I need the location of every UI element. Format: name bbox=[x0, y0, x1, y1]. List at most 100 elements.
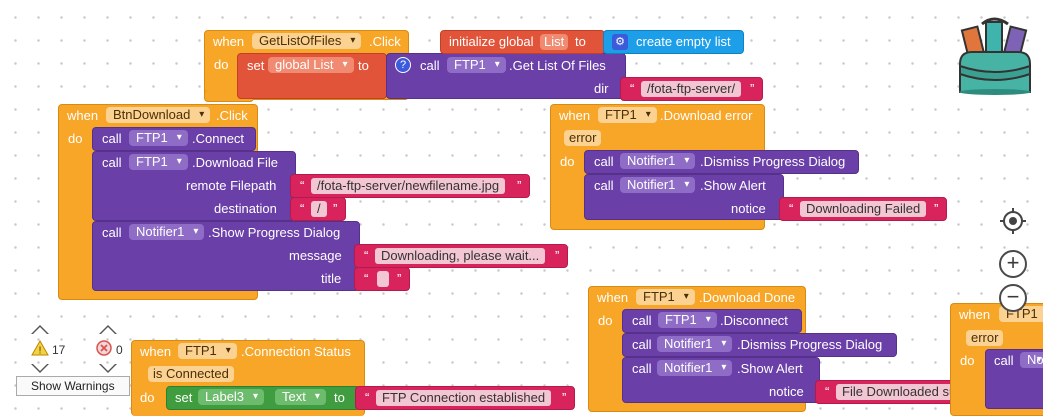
event-parameter[interactable]: error bbox=[564, 130, 602, 146]
param-label: destination bbox=[214, 201, 277, 216]
component-dropdown[interactable]: BtnDownload bbox=[106, 107, 211, 123]
component-dropdown[interactable]: Label3 bbox=[198, 389, 265, 405]
method-name: .Connect bbox=[192, 131, 245, 146]
set-label: set bbox=[247, 58, 265, 73]
param-label: remote Filepath bbox=[186, 178, 277, 193]
param-label: title bbox=[321, 271, 342, 286]
zoom-out-button[interactable]: − bbox=[999, 284, 1027, 312]
component-dropdown[interactable]: FTP1 bbox=[129, 130, 188, 146]
ftp-get-list-call[interactable] bbox=[386, 53, 626, 99]
create-empty-list-label: create empty list bbox=[636, 34, 731, 49]
error-icon bbox=[96, 340, 112, 356]
component-dropdown[interactable]: FTP1 bbox=[129, 154, 188, 170]
question-icon[interactable]: ? bbox=[395, 57, 411, 73]
event-name: .Click bbox=[216, 108, 248, 123]
warning-icon: ! bbox=[31, 339, 49, 357]
string-value[interactable]: Downloading, please wait... bbox=[375, 248, 546, 264]
component-dropdown[interactable]: GetListOfFiles bbox=[252, 33, 362, 49]
component-dropdown[interactable]: No bbox=[1020, 352, 1043, 368]
do-label: do bbox=[214, 57, 229, 72]
to-label: to bbox=[358, 58, 369, 73]
event-name: .Download error bbox=[660, 108, 753, 123]
call-label: call bbox=[632, 313, 652, 328]
string-value[interactable]: / bbox=[311, 201, 327, 217]
do-label: do bbox=[140, 390, 155, 405]
title-string[interactable]: “” bbox=[354, 267, 410, 291]
dir-string-block[interactable]: “/fota-ftp-server/” bbox=[620, 77, 763, 101]
destination-string[interactable]: “/” bbox=[290, 197, 346, 221]
when-label: when bbox=[559, 108, 591, 123]
call-label: call bbox=[632, 361, 652, 376]
when-label: when bbox=[140, 344, 172, 359]
param-label: message bbox=[289, 248, 342, 263]
notice-string[interactable]: “Downloading Failed” bbox=[779, 197, 947, 221]
method-name: .Get List Of Files bbox=[509, 58, 606, 73]
recenter-icon[interactable] bbox=[1000, 208, 1026, 234]
ftp-download-file-call[interactable] bbox=[92, 151, 296, 221]
method-name: .Show Progress Dialog bbox=[208, 225, 341, 240]
when-label: when bbox=[597, 290, 629, 305]
string-value[interactable]: Downloading Failed bbox=[800, 201, 927, 217]
do-label: do bbox=[598, 313, 613, 328]
component-dropdown[interactable]: FTP1 bbox=[598, 107, 657, 123]
event-name: .Connection Status bbox=[241, 344, 351, 359]
call-label: call bbox=[102, 225, 122, 240]
string-value[interactable]: /fota-ftp-server/newfilename.jpg bbox=[311, 178, 506, 194]
do-label: do bbox=[560, 154, 575, 169]
set-label: set bbox=[175, 390, 193, 405]
when-label: when bbox=[67, 108, 99, 123]
do-label: do bbox=[68, 131, 83, 146]
component-dropdown[interactable]: FTP1 bbox=[447, 57, 506, 73]
warning-count: 17 bbox=[52, 343, 66, 357]
component-dropdown[interactable]: FTP1 bbox=[658, 312, 717, 328]
method-name: .Download File bbox=[192, 155, 278, 170]
message-string[interactable]: “Downloading, please wait...” bbox=[354, 244, 568, 268]
show-warnings-button[interactable]: Show Warnings bbox=[16, 376, 130, 396]
component-dropdown[interactable]: Notifier1 bbox=[620, 153, 696, 169]
initialize-global-block[interactable] bbox=[440, 30, 605, 54]
call-label: call bbox=[994, 353, 1014, 368]
component-dropdown[interactable]: Notifier1 bbox=[620, 177, 696, 193]
method-name: .Disconnect bbox=[720, 313, 788, 328]
to-label: to bbox=[334, 390, 345, 405]
string-value[interactable] bbox=[377, 271, 389, 287]
param-label: dir bbox=[594, 81, 609, 96]
error-count: 0 bbox=[116, 343, 123, 357]
call-label: call bbox=[102, 131, 122, 146]
component-dropdown[interactable]: Notifier1 bbox=[657, 336, 733, 352]
method-name: .Dismiss Progress Dialog bbox=[737, 337, 883, 352]
string-value[interactable]: /fota-ftp-server/ bbox=[641, 81, 742, 97]
label-text-string[interactable]: “FTP Connection established” bbox=[355, 386, 575, 410]
method-name: .Show Alert bbox=[737, 361, 803, 376]
component-dropdown[interactable]: Notifier1 bbox=[129, 224, 205, 240]
global-name-field[interactable]: List bbox=[540, 34, 569, 50]
event-name: .Click bbox=[369, 34, 401, 49]
property-dropdown[interactable]: Text bbox=[275, 389, 326, 405]
backpack-icon[interactable] bbox=[952, 16, 1038, 98]
call-label: call bbox=[594, 178, 614, 193]
event-parameter[interactable]: is Connected bbox=[148, 366, 234, 382]
when-label: when bbox=[213, 34, 245, 49]
zoom-in-button[interactable]: + bbox=[999, 250, 1027, 278]
component-dropdown[interactable]: FTP1 bbox=[178, 343, 237, 359]
component-dropdown[interactable]: Notifier1 bbox=[657, 360, 733, 376]
event-parameter[interactable]: error bbox=[966, 330, 1004, 346]
event-name: .Download Done bbox=[699, 290, 796, 305]
method-name: .Show Alert bbox=[700, 178, 766, 193]
call-label: call bbox=[594, 154, 614, 169]
to-label: to bbox=[575, 34, 586, 49]
call-label: call bbox=[420, 58, 440, 73]
remote-filepath-string[interactable]: “/fota-ftp-server/newfilename.jpg” bbox=[290, 174, 530, 198]
call-label: call bbox=[632, 337, 652, 352]
svg-text:!: ! bbox=[39, 346, 42, 357]
gear-icon[interactable]: ⚙ bbox=[612, 34, 628, 50]
param-label: notice bbox=[769, 384, 804, 399]
string-value[interactable]: FTP Connection established bbox=[376, 390, 552, 406]
do-label: do bbox=[960, 353, 975, 368]
param-label: notice bbox=[731, 201, 766, 216]
component-dropdown[interactable]: FTP1 bbox=[636, 289, 695, 305]
method-name: .Dismiss Progress Dialog bbox=[700, 154, 846, 169]
variable-dropdown[interactable]: global List bbox=[268, 57, 354, 73]
call-label: call bbox=[102, 155, 122, 170]
when-label: when bbox=[959, 307, 991, 322]
